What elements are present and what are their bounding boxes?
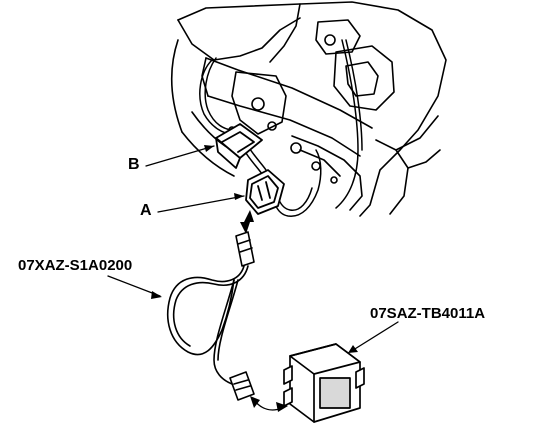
callout-leader-module bbox=[349, 321, 399, 353]
callout-leader-a bbox=[157, 195, 245, 213]
callout-arrow-a bbox=[234, 193, 244, 200]
callout-leader-harness bbox=[107, 275, 161, 297]
callout-label-b: B bbox=[128, 156, 140, 173]
callout-label-harness: 07XAZ-S1A0200 bbox=[18, 257, 133, 274]
callout-arrow-module bbox=[348, 345, 358, 353]
callout-label-module: 07SAZ-TB4011A bbox=[370, 305, 486, 322]
connector-a bbox=[245, 169, 285, 215]
test-module bbox=[283, 343, 365, 423]
callout-arrow-harness bbox=[151, 291, 162, 299]
callout-arrow-b bbox=[204, 145, 214, 152]
connection-arrow-a bbox=[240, 210, 254, 234]
connection-arrow-module bbox=[250, 396, 288, 412]
callout-leader-b bbox=[145, 145, 215, 167]
dashboard-structure bbox=[170, 1, 447, 217]
vehicle-wiring bbox=[199, 39, 363, 217]
callout-label-a: A bbox=[140, 202, 152, 219]
connector-b bbox=[215, 123, 263, 169]
test-harness bbox=[166, 231, 255, 401]
